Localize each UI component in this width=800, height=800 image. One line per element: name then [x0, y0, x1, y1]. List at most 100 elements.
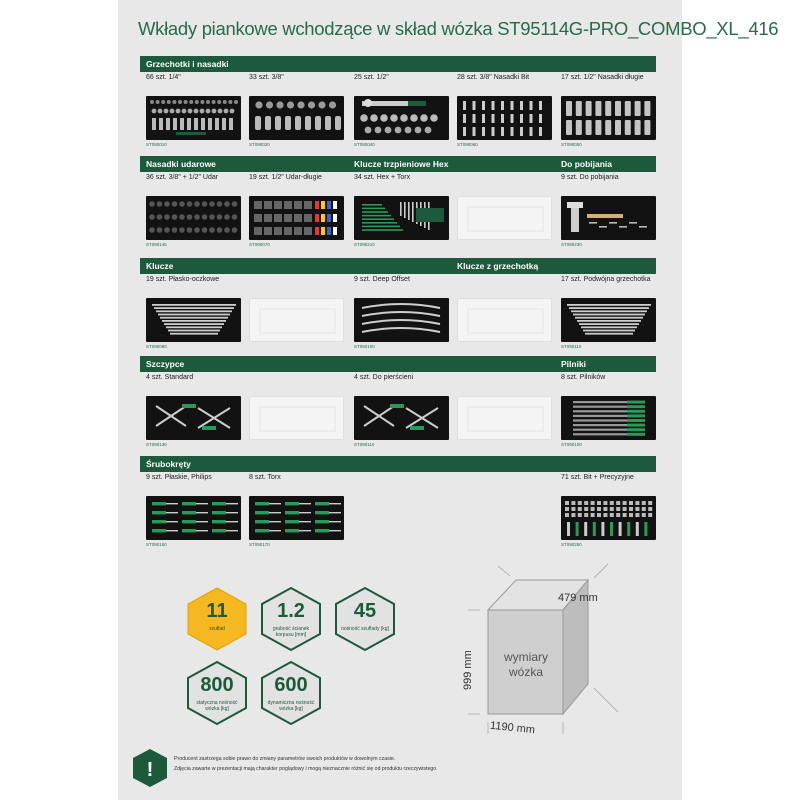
insert-caption: 8 szt. Torx: [249, 474, 281, 481]
insert-caption: 4 szt. Do pierścieni: [354, 374, 414, 381]
insert-code: ST090145: [146, 242, 167, 247]
depth-label: 479 mm: [558, 592, 598, 604]
foam-insert-image: [561, 496, 656, 540]
spec-value: 11: [206, 600, 228, 622]
spec-label: grubość ścianek korpusu [mm]: [272, 626, 310, 638]
tool-tray-graphic: [573, 400, 645, 436]
category-band-row-0: [140, 56, 656, 72]
category-label: Śrubokręty: [146, 459, 191, 469]
tool-tray-graphic: [255, 502, 341, 533]
foam-insert-image: [146, 298, 241, 342]
insert-placeholder-image: [457, 196, 552, 240]
insert-code: ST090020: [249, 142, 270, 147]
tool-tray-graphic: [149, 201, 238, 233]
spec-label: szuflad: [209, 626, 225, 632]
tool-tray-graphic: [155, 404, 231, 430]
cabinet-box-drawing: [468, 563, 619, 734]
hexagon-shape: [335, 586, 395, 652]
insert-code: ST090170: [249, 542, 270, 547]
tool-tray-graphic: [467, 406, 544, 432]
insert-code: ST090110: [354, 442, 375, 447]
tool-tray-graphic: [259, 308, 336, 334]
foam-insert-image: [354, 298, 449, 342]
insert-caption: 19 szt. 1/2" Udar-długie: [249, 174, 322, 181]
insert-code: ST090050: [561, 142, 582, 147]
foam-insert-image: [249, 496, 344, 540]
insert-placeholder-image: [457, 298, 552, 342]
insert-caption: 66 szt. 1/4": [146, 74, 181, 81]
exclamation-mark: !: [147, 759, 154, 781]
footer: ! Producent zastrzega sobie prawo do zmi…: [118, 744, 682, 800]
category-label: Grzechotki i nasadki: [146, 59, 229, 69]
foam-insert-image: [146, 496, 241, 540]
height-label: 999 mm: [462, 650, 474, 690]
insert-caption: 9 szt. Płaskie, Philips: [146, 474, 212, 481]
hexagon-shape: [187, 587, 247, 651]
category-band-row-4: [140, 456, 656, 472]
category-label: Klucze trzpieniowe Hex: [354, 159, 449, 169]
insert-placeholder-image: [457, 396, 552, 440]
foam-insert-image: [146, 396, 241, 440]
tool-tray-graphic: [362, 202, 444, 231]
category-band-row-3: [140, 356, 656, 372]
tool-tray-graphic: [152, 502, 238, 533]
insert-code: ST090250: [561, 542, 582, 547]
spec-value: 1.2: [277, 600, 305, 622]
foam-insert-image: [457, 96, 552, 140]
tool-tray-graphic: [255, 101, 341, 130]
insert-caption: 28 szt. 3/8" Nasadki Bit: [457, 74, 530, 81]
foam-insert-image: [354, 196, 449, 240]
tool-tray-graphic: [567, 202, 647, 232]
foam-insert-image: [146, 96, 241, 140]
insert-caption: 9 szt. Do pobijania: [561, 174, 619, 181]
foam-insert-image: [146, 196, 241, 240]
insert-code: ST090230: [561, 242, 582, 247]
category-label: Do pobijania: [561, 159, 612, 169]
tool-tray-graphic: [565, 501, 653, 536]
tool-tray-graphic: [467, 308, 544, 334]
tool-tray-graphic: [363, 404, 439, 430]
insert-code: ST090130: [146, 442, 167, 447]
tool-tray-graphic: [361, 303, 441, 333]
insert-caption: 17 szt. Podwójna grzechotka: [561, 276, 651, 283]
insert-code: ST090010: [146, 142, 167, 147]
tool-tray-graphic: [254, 201, 337, 235]
tool-tray-graphic: [467, 206, 544, 232]
tool-tray-graphic: [463, 101, 542, 136]
foam-insert-image: [249, 196, 344, 240]
insert-code: ST090040: [354, 142, 375, 147]
insert-caption: 9 szt. Deep Offset: [354, 276, 410, 283]
tool-tray-graphic: [152, 304, 236, 335]
spec-label: nośność szuflady [kg]: [341, 626, 389, 632]
insert-code: ST090060: [457, 142, 478, 147]
insert-code: ST090080: [146, 344, 167, 349]
category-label: Szczypce: [146, 359, 185, 369]
spec-value: 600: [274, 674, 308, 696]
spec-value: 45: [353, 600, 377, 622]
foam-insert-image: [354, 396, 449, 440]
catalog-page: Wkłady piankowe wchodzące w skład wózka …: [118, 0, 779, 800]
spec-badge: 800 statyczna nośność wózka [kg]: [184, 660, 250, 726]
category-label: Klucze z grzechotką: [457, 261, 539, 271]
insert-caption: 33 szt. 3/8": [249, 74, 284, 81]
foam-insert-image: [249, 96, 344, 140]
insert-placeholder-image: [249, 396, 344, 440]
insert-caption: 71 szt. Bit + Precyzyjne: [561, 474, 634, 481]
insert-code: ST090100: [354, 344, 375, 349]
box-label-line1: wymiary: [504, 650, 548, 664]
category-label: Pilniki: [561, 359, 587, 369]
category-band-row-2: [140, 258, 656, 274]
page-title: Wkłady piankowe wchodzące w skład wózka …: [138, 18, 779, 39]
spec-badge: 11 szuflad: [184, 586, 250, 652]
spec-label: statyczna nośność wózka [kg]: [196, 700, 238, 712]
foam-insert-image: [561, 196, 656, 240]
insert-code: ST090110: [561, 344, 582, 349]
spec-badge: 1.2 grubość ścianek korpusu [mm]: [258, 586, 324, 652]
foam-insert-image: [561, 396, 656, 440]
insert-caption: 36 szt. 3/8" + 1/2" Udar: [146, 174, 219, 181]
tool-tray-graphic: [150, 100, 238, 135]
insert-caption: 19 szt. Płasko-oczkowe: [146, 276, 220, 283]
insert-code: ST090210: [354, 242, 375, 247]
foam-insert-image: [561, 96, 656, 140]
insert-placeholder-image: [249, 298, 344, 342]
